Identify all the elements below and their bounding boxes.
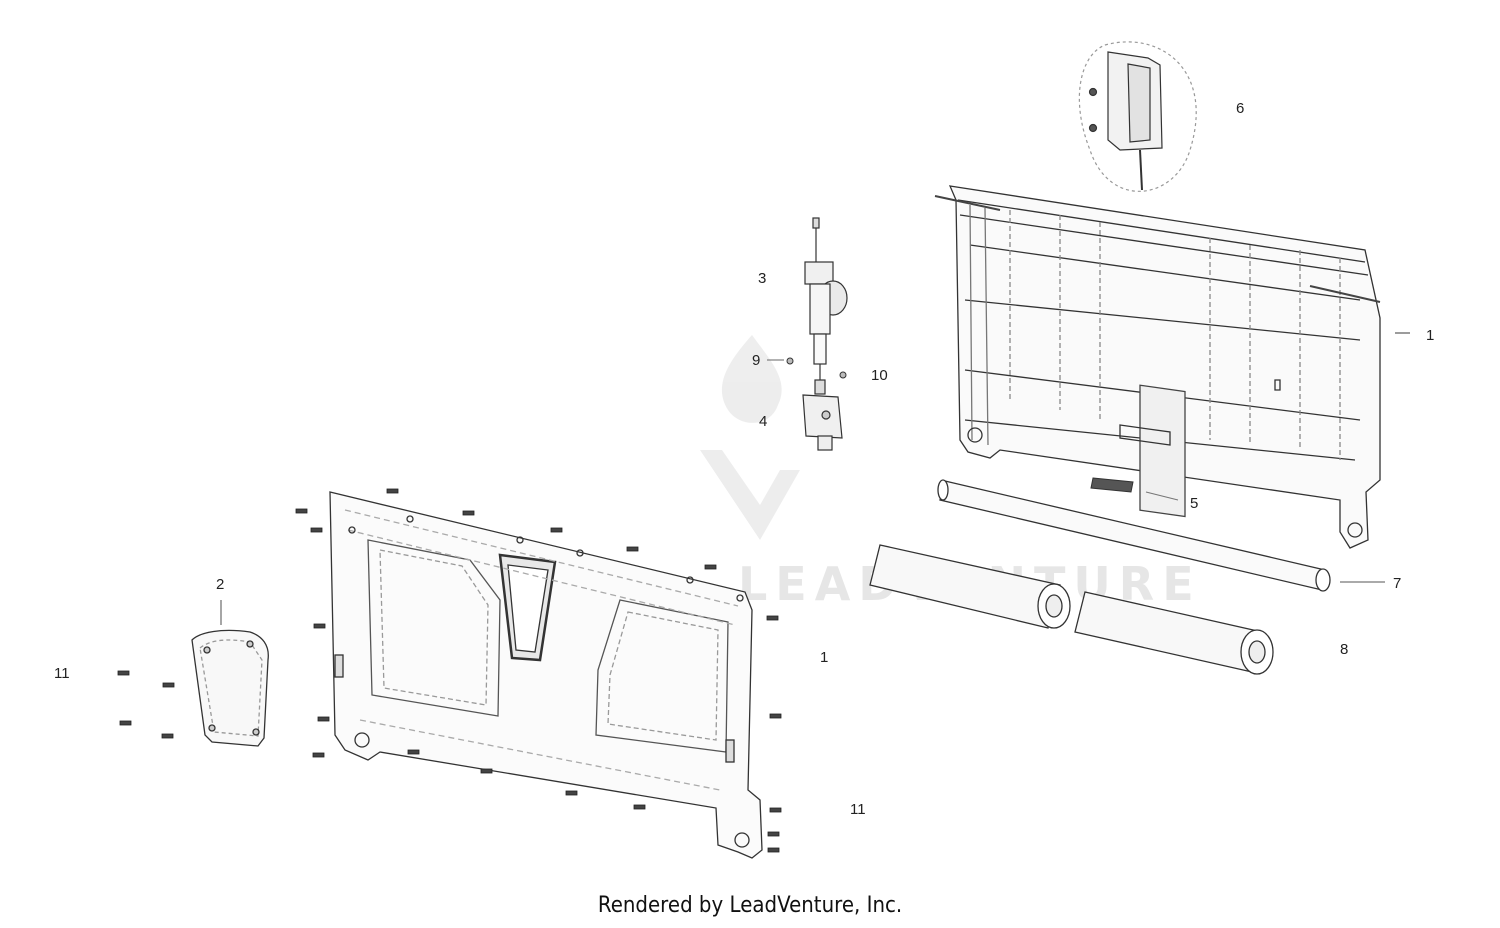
- part-8-rollers: [869, 544, 1274, 675]
- callouts: 1 1 2 3 4 5 6 7 8 9 10 11 11: [54, 100, 1434, 818]
- part-11-screws: [117, 488, 782, 853]
- callout-11-bottom: 11: [850, 801, 866, 818]
- callout-10: 10: [871, 367, 888, 384]
- callout-5: 5: [1190, 495, 1198, 512]
- callout-8: 8: [1340, 641, 1348, 658]
- part-1-front-panel: [329, 491, 763, 859]
- part-6-latch-assembly: [1078, 41, 1197, 192]
- callout-1-rear-panel: 1: [1426, 327, 1434, 344]
- part-3-lock-actuator: [804, 217, 848, 380]
- callout-6: 6: [1236, 100, 1244, 117]
- callout-7: 7: [1393, 575, 1401, 592]
- rendered-by-credit: Rendered by LeadVenture, Inc.: [597, 893, 903, 918]
- callout-9: 9: [752, 352, 760, 369]
- part-4-latch-block: [802, 379, 843, 451]
- callout-1-front-panel: 1: [820, 649, 828, 666]
- callout-3: 3: [758, 270, 766, 287]
- part-10-nut: [839, 371, 847, 379]
- callout-4: 4: [759, 413, 767, 430]
- part-5-label: [1090, 477, 1179, 501]
- part-2-cover-plate: [191, 600, 269, 747]
- part-1-rear-panel: [934, 185, 1410, 549]
- part-7-rod: [937, 479, 1385, 592]
- part-9-screw: [767, 357, 794, 365]
- callout-11-left: 11: [54, 665, 70, 682]
- callout-2: 2: [216, 576, 224, 593]
